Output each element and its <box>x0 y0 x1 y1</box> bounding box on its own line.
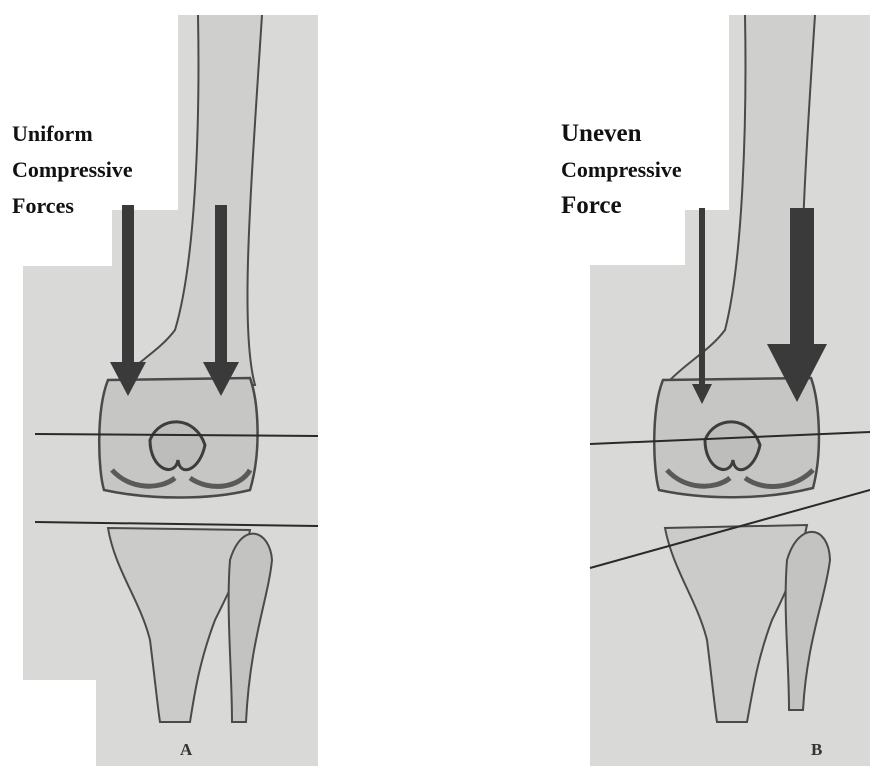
panel-letter-b: B <box>811 740 822 760</box>
label-line-1: Uneven <box>561 116 682 152</box>
uniform-force-label: Uniform Compressive Forces <box>12 116 133 224</box>
intercondylar-notch <box>150 422 205 470</box>
label-line-2: Compressive <box>12 152 133 188</box>
knee-illustration-b <box>435 0 870 766</box>
panel-letter-a: A <box>180 740 192 760</box>
label-line-3: Force <box>561 188 682 224</box>
label-line-3: Forces <box>12 188 133 224</box>
label-line-1: Uniform <box>12 116 133 152</box>
panel-a-uniform: Uniform Compressive Forces A <box>0 0 435 766</box>
panel-b-uneven: Uneven Compressive Force B <box>435 0 870 766</box>
intercondylar-notch <box>705 422 760 470</box>
label-line-2: Compressive <box>561 152 682 188</box>
uneven-force-label: Uneven Compressive Force <box>561 116 682 224</box>
knee-illustration-a <box>0 0 435 766</box>
